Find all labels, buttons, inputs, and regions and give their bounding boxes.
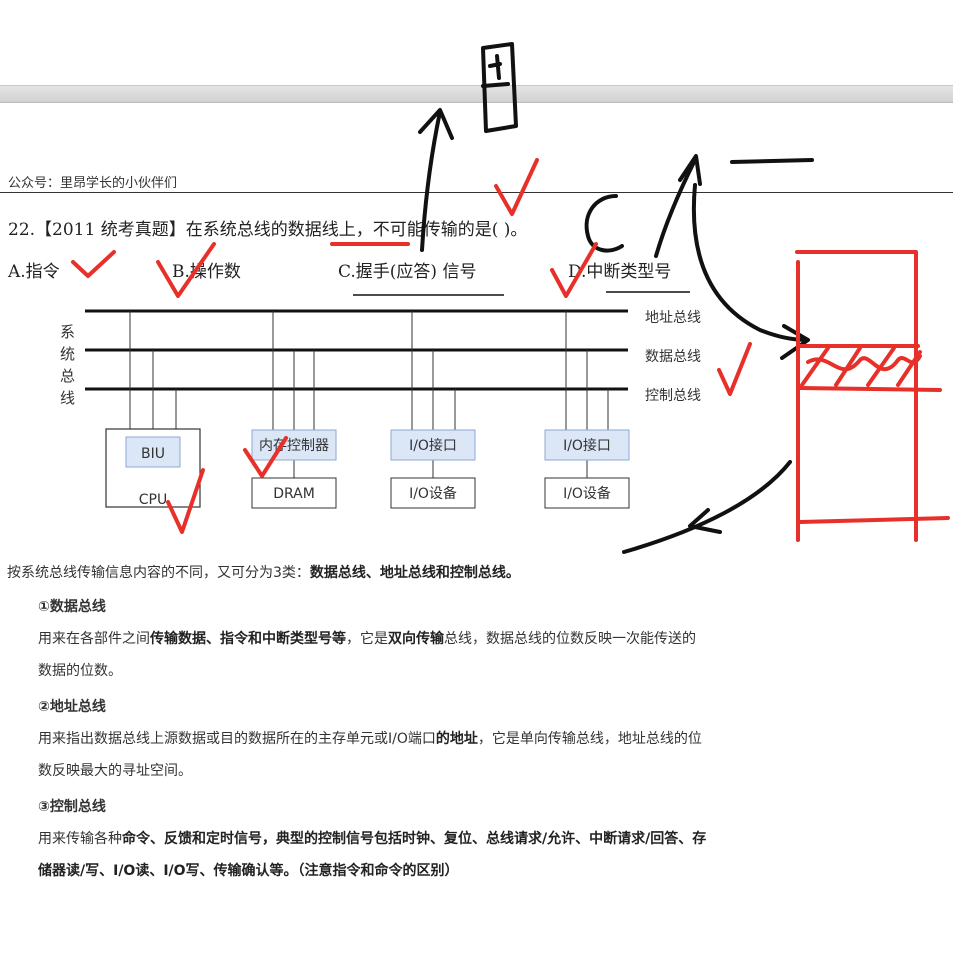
io-interface-box-2: [544, 429, 630, 461]
biu-box: [125, 436, 181, 468]
ink-scribble: [806, 354, 922, 372]
io-device-label-1: I/O设备: [409, 485, 457, 502]
ink-dash: [730, 158, 814, 164]
side-label-2: 统: [60, 345, 75, 363]
question-text: 22.【2011 统考真题】在系统总线的数据线上，不可能传输的是( )。: [8, 220, 528, 240]
system-bus-diagram: 系 统 总 线 地址总线 数据总线 控制总线 BIU CPU 内存控制器 DRA…: [60, 309, 701, 509]
address-bus-title: ②地址总线: [38, 699, 106, 715]
dram-label: DRAM: [273, 486, 315, 502]
ink-box-mark: [488, 54, 502, 80]
ink-arrow-2: [654, 158, 697, 258]
data-bus-label: 数据总线: [645, 349, 701, 365]
mem-controller-label: 内存控制器: [259, 438, 329, 454]
viewer-top-bar: [0, 85, 953, 103]
option-d: D.中断类型号: [568, 262, 672, 282]
control-bus-title: ③控制总线: [38, 799, 106, 815]
control-bus-label: 控制总线: [645, 388, 701, 404]
data-bus-desc-line-1: 用来在各部件之间传输数据、指令和中断类型号等，它是双向传输总线，数据总线的位数反…: [38, 631, 696, 647]
biu-label: BIU: [141, 446, 165, 462]
explanation-intro: 按系统总线传输信息内容的不同，又可分为3类：数据总线、地址总线和控制总线。: [7, 565, 520, 581]
side-label-3: 总: [60, 367, 75, 385]
option-b: B.操作数: [172, 262, 241, 282]
io-interface-box-1: [390, 429, 476, 461]
dram-box: [251, 477, 337, 509]
io-interface-label-2: I/O接口: [563, 437, 611, 454]
control-bus-desc-line-2: 储器读/写、I/O读、I/O写、传输确认等。（注意指令和命令的区别）: [38, 863, 459, 879]
ink-check-a: [71, 250, 116, 278]
io-device-box-2: [544, 477, 630, 509]
io-interface-label-1: I/O接口: [409, 437, 457, 454]
option-c: C.握手(应答) 信号: [338, 262, 477, 282]
ink-tall-rect: [795, 250, 918, 542]
ink-c-letter: [584, 194, 624, 253]
io-device-label-2: I/O设备: [563, 485, 611, 502]
account-header: 公众号：里昂学长的小伙伴们: [8, 176, 178, 191]
cpu-label: CPU: [139, 492, 167, 508]
control-bus-desc-line-1: 用来传输各种命令、反馈和定时信号，典型的控制信号包括时钟、复位、总线请求/允许、…: [38, 831, 707, 847]
side-label-4: 线: [60, 389, 75, 407]
address-bus-desc-line-1: 用来指出数据总线上源数据或目的数据所在的主存单元或I/O端口的地址，它是单向传输…: [38, 731, 702, 747]
data-bus-desc-line-2: 数据的位数。: [38, 663, 122, 679]
side-label-1: 系: [60, 323, 75, 341]
address-bus-label: 地址总线: [645, 310, 701, 326]
ink-check-top: [494, 158, 539, 216]
address-bus-desc-line-2: 数反映最大的寻址空间。: [38, 763, 192, 779]
io-device-box-1: [390, 477, 476, 509]
data-bus-title: ①数据总线: [38, 599, 106, 615]
header-rule: [0, 192, 953, 193]
option-a: A.指令: [8, 262, 60, 282]
